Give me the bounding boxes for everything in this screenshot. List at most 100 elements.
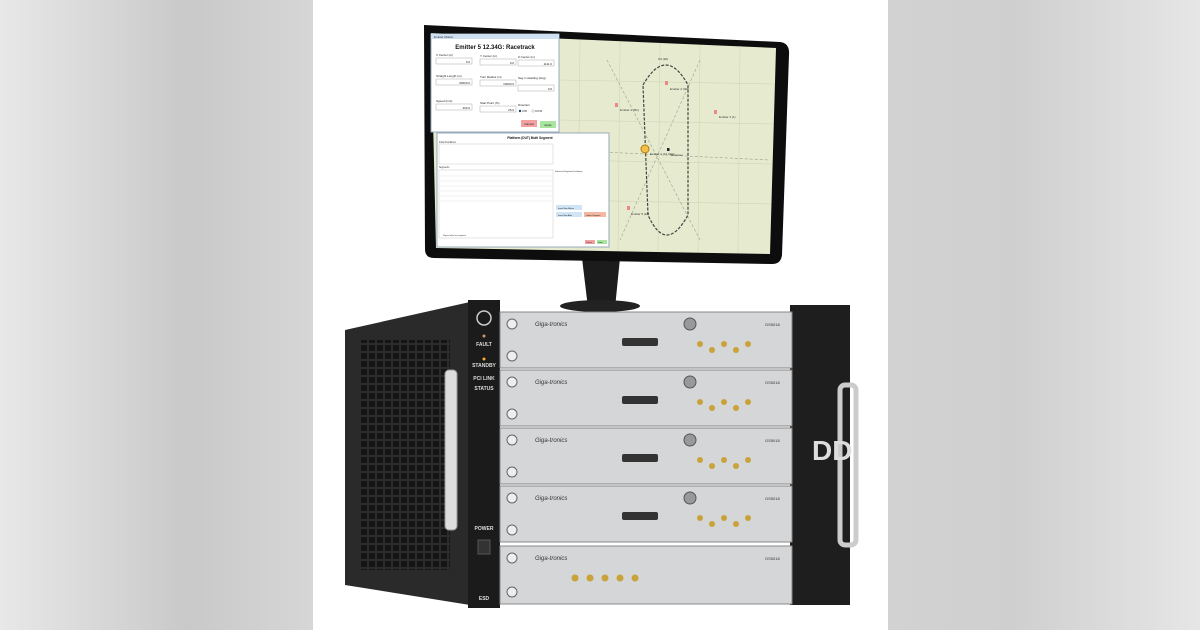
z-center-input[interactable]: [517, 59, 555, 67]
map-marker[interactable]: Emitter 1 (12.34G): [640, 144, 675, 156]
thumbscrew-icon[interactable]: [506, 434, 518, 446]
thumbscrew-icon[interactable]: [506, 586, 518, 598]
map-marker[interactable]: Emitter 2 (4G): [665, 81, 689, 91]
thumbscrew-icon[interactable]: [506, 318, 518, 330]
sma-connector[interactable]: [586, 574, 594, 582]
right-handle[interactable]: [837, 382, 859, 548]
svg-text:Turn Radius (m): Turn Radius (m): [480, 75, 502, 79]
sma-connector[interactable]: [745, 515, 751, 521]
sma-connector[interactable]: [733, 347, 739, 353]
sma-connector[interactable]: [721, 399, 727, 405]
straight-length-input[interactable]: [435, 78, 473, 86]
module-brand: Giga-tronics: [535, 380, 567, 386]
apply-button[interactable]: [540, 121, 556, 128]
sma-connector[interactable]: [733, 463, 739, 469]
instrument-module: Giga-tronics GS5018: [499, 369, 793, 427]
sma-connector[interactable]: [709, 405, 715, 411]
sma-connector[interactable]: [709, 347, 715, 353]
thumbscrew-icon[interactable]: [506, 350, 518, 362]
power-button[interactable]: [477, 539, 491, 555]
start-point-input[interactable]: [479, 105, 517, 113]
map-marker[interactable]: Emitter 5 (18): [627, 206, 649, 216]
insert-after-button[interactable]: [556, 212, 582, 217]
thumbscrew-icon[interactable]: [506, 466, 518, 478]
right-backdrop: [888, 0, 1200, 630]
heading-input[interactable]: [517, 84, 555, 92]
module-brand: Giga-tronics: [535, 496, 567, 502]
y-center-input[interactable]: [479, 58, 517, 66]
svg-text:Insert New Before: Insert New Before: [558, 207, 575, 210]
d-sub-connector[interactable]: [622, 512, 658, 520]
svg-text:Emitter 4 (8G): Emitter 4 (8G): [620, 108, 639, 112]
power-indicator-label: POWER: [475, 526, 494, 532]
sma-connector[interactable]: [745, 399, 751, 405]
insert-before-button[interactable]: [556, 205, 582, 210]
thumbscrew-icon[interactable]: [506, 408, 518, 420]
sma-connector[interactable]: [697, 341, 703, 347]
sma-connector[interactable]: [697, 399, 703, 405]
n-connector[interactable]: [683, 317, 697, 331]
d-sub-connector[interactable]: [622, 338, 658, 346]
sma-connector[interactable]: [697, 457, 703, 463]
sma-connector[interactable]: [571, 574, 579, 582]
thumbscrew-icon[interactable]: [506, 376, 518, 388]
svg-text:Cancel: Cancel: [524, 122, 534, 126]
n-connector[interactable]: [683, 375, 697, 389]
sma-connector[interactable]: [709, 521, 715, 527]
track-label: 0.0 (kft): [658, 57, 668, 61]
svg-text:Apply: Apply: [544, 123, 552, 127]
radio-cw[interactable]: [518, 109, 522, 113]
sma-connector[interactable]: [721, 341, 727, 347]
map-marker[interactable]: Receiver: [667, 148, 683, 157]
module-model: GS5018: [765, 438, 780, 443]
fault-indicator-label: FAULT: [476, 342, 492, 348]
instrument-module: Giga-tronics GS5018: [499, 427, 793, 485]
thumbscrew-icon[interactable]: [506, 552, 518, 564]
svg-text:Done: Done: [598, 242, 604, 244]
chassis-logo-icon: [476, 310, 492, 326]
module-model: GS5018: [765, 556, 780, 561]
delete-segment-button[interactable]: [584, 212, 606, 217]
segments-table[interactable]: [438, 169, 554, 239]
radio-ccw[interactable]: [531, 109, 535, 113]
sma-connector[interactable]: [721, 457, 727, 463]
d-sub-connector[interactable]: [622, 454, 658, 462]
module-brand: Giga-tronics: [535, 438, 567, 444]
platform-ok-button[interactable]: [597, 240, 607, 244]
svg-text:Receiver: Receiver: [671, 153, 683, 157]
sma-connector[interactable]: [697, 515, 703, 521]
sma-connector[interactable]: [721, 515, 727, 521]
svg-text:Initial Conditions: Initial Conditions: [439, 141, 457, 144]
speed-input[interactable]: [435, 103, 473, 111]
thumbscrew-icon[interactable]: [506, 524, 518, 536]
sma-connector[interactable]: [745, 341, 751, 347]
d-sub-connector[interactable]: [622, 396, 658, 404]
n-connector[interactable]: [683, 491, 697, 505]
cancel-button[interactable]: [521, 120, 537, 127]
sma-connector[interactable]: [709, 463, 715, 469]
svg-text:10000.0: 10000.0: [503, 82, 514, 86]
left-handle[interactable]: [444, 369, 458, 531]
svg-text:0.0: 0.0: [510, 61, 515, 65]
svg-text:Seg 1 Heading (deg): Seg 1 Heading (deg): [518, 76, 546, 80]
repeat-checkbox[interactable]: Repeat after last segment: [443, 234, 466, 237]
map-marker[interactable]: Emitter 3 (1): [714, 110, 736, 119]
sma-connector[interactable]: [745, 457, 751, 463]
sma-connector[interactable]: [733, 405, 739, 411]
svg-text:Insert New After: Insert New After: [558, 214, 573, 217]
sma-connector[interactable]: [616, 574, 624, 582]
sma-connector[interactable]: [601, 574, 609, 582]
map-marker[interactable]: Emitter 4 (8G): [615, 103, 639, 112]
sma-connector[interactable]: [631, 574, 639, 582]
turn-radius-input[interactable]: [479, 79, 517, 87]
svg-text:Cancel: Cancel: [586, 242, 593, 244]
n-connector[interactable]: [683, 433, 697, 447]
svg-text:1111.0: 1111.0: [543, 62, 552, 66]
x-center-input[interactable]: [435, 57, 473, 65]
sma-connector[interactable]: [733, 521, 739, 527]
thumbscrew-icon[interactable]: [506, 492, 518, 504]
platform-cancel-button[interactable]: [585, 240, 595, 244]
module-model: GS5018: [765, 380, 780, 385]
